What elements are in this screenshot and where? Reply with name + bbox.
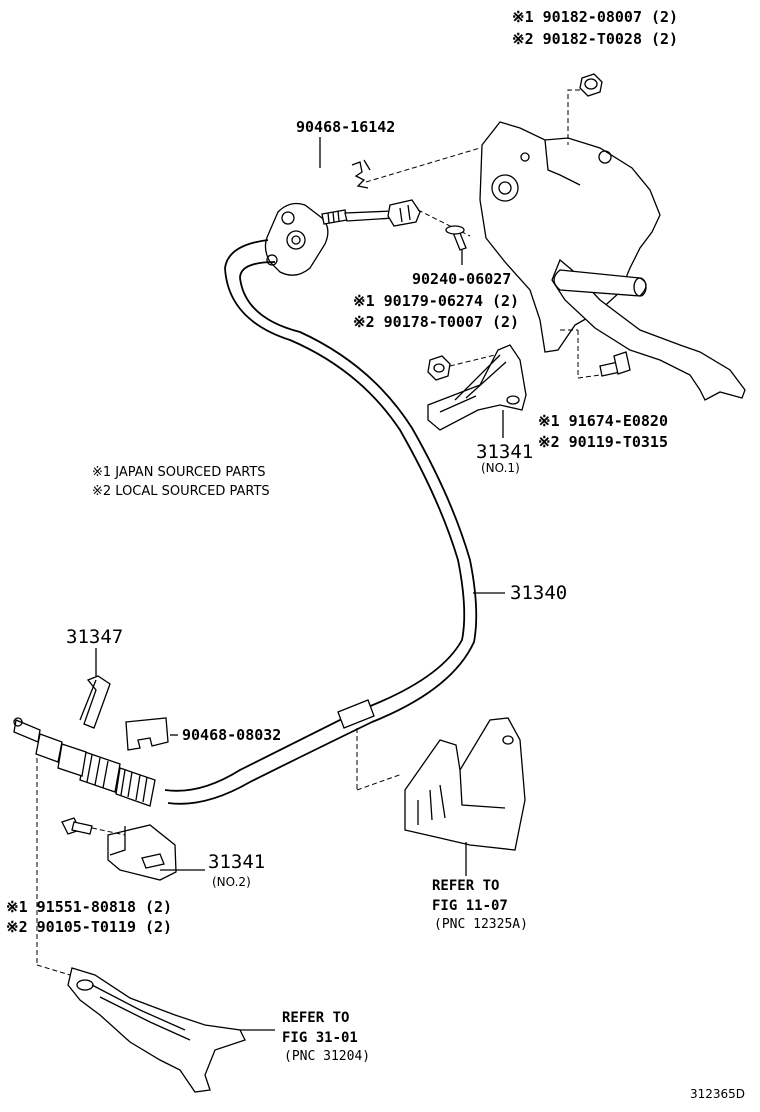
note-japan: ※1 JAPAN SOURCED PARTS [92, 465, 266, 480]
nut-top [579, 73, 603, 97]
diagram-id: 312365D [690, 1087, 745, 1101]
bracket-no2 [107, 824, 177, 881]
label-clip-lower: 31347 [66, 626, 123, 648]
label-clip-top: 90468-16142 [296, 118, 395, 136]
label-bracket-no2-sub: (NO.2) [212, 875, 251, 889]
ref-low-1: REFER TO [282, 1010, 349, 1026]
label-nut-top-2: ※2 90182-T0028 (2) [512, 30, 678, 48]
label-pin: 90240-06027 [412, 270, 511, 288]
ref-low-3: (PNC 31204) [284, 1049, 370, 1064]
label-bolt-mid-2: ※2 90119-T0315 [538, 433, 668, 451]
clutch-pedal-assembly [479, 121, 746, 401]
ref-mid-1: REFER TO [432, 878, 499, 894]
label-nut-mid-1: ※1 90179-06274 (2) [353, 292, 519, 310]
label-bolt-low-1: ※1 91551-80818 (2) [6, 898, 172, 916]
pin [445, 225, 467, 251]
bolt-mid [599, 351, 631, 377]
bracket-no1 [427, 344, 527, 431]
label-cable: 31340 [510, 582, 567, 604]
label-bolt-low-2: ※2 90105-T0119 (2) [6, 918, 172, 936]
clip-lower-2 [125, 717, 169, 751]
cable-upper-end [264, 199, 421, 276]
label-nut-mid-2: ※2 90178-T0007 (2) [353, 313, 519, 331]
label-bracket-no2: 31341 [208, 851, 265, 873]
label-clip-lower-2: 90468-08032 [182, 726, 281, 744]
label-bolt-mid-1: ※1 91674-E0820 [538, 412, 668, 430]
bolt-low [61, 817, 93, 835]
label-nut-top-1: ※1 90182-08007 (2) [512, 8, 678, 26]
release-fork [67, 967, 246, 1093]
clip-top [351, 159, 371, 189]
transmission-bracket [404, 717, 526, 851]
clip-lower [79, 675, 111, 729]
nut-mid [427, 355, 451, 381]
cable-lower-end [13, 717, 156, 807]
note-local: ※2 LOCAL SOURCED PARTS [92, 484, 270, 499]
ref-low-2: FIG 31-01 [282, 1030, 358, 1046]
ref-mid-3: (PNC 12325A) [434, 917, 528, 932]
label-bracket-no1: 31341 [476, 441, 533, 463]
label-bracket-no1-sub: (NO.1) [481, 461, 520, 475]
clutch-cable [164, 239, 478, 805]
ref-mid-2: FIG 11-07 [432, 898, 508, 914]
